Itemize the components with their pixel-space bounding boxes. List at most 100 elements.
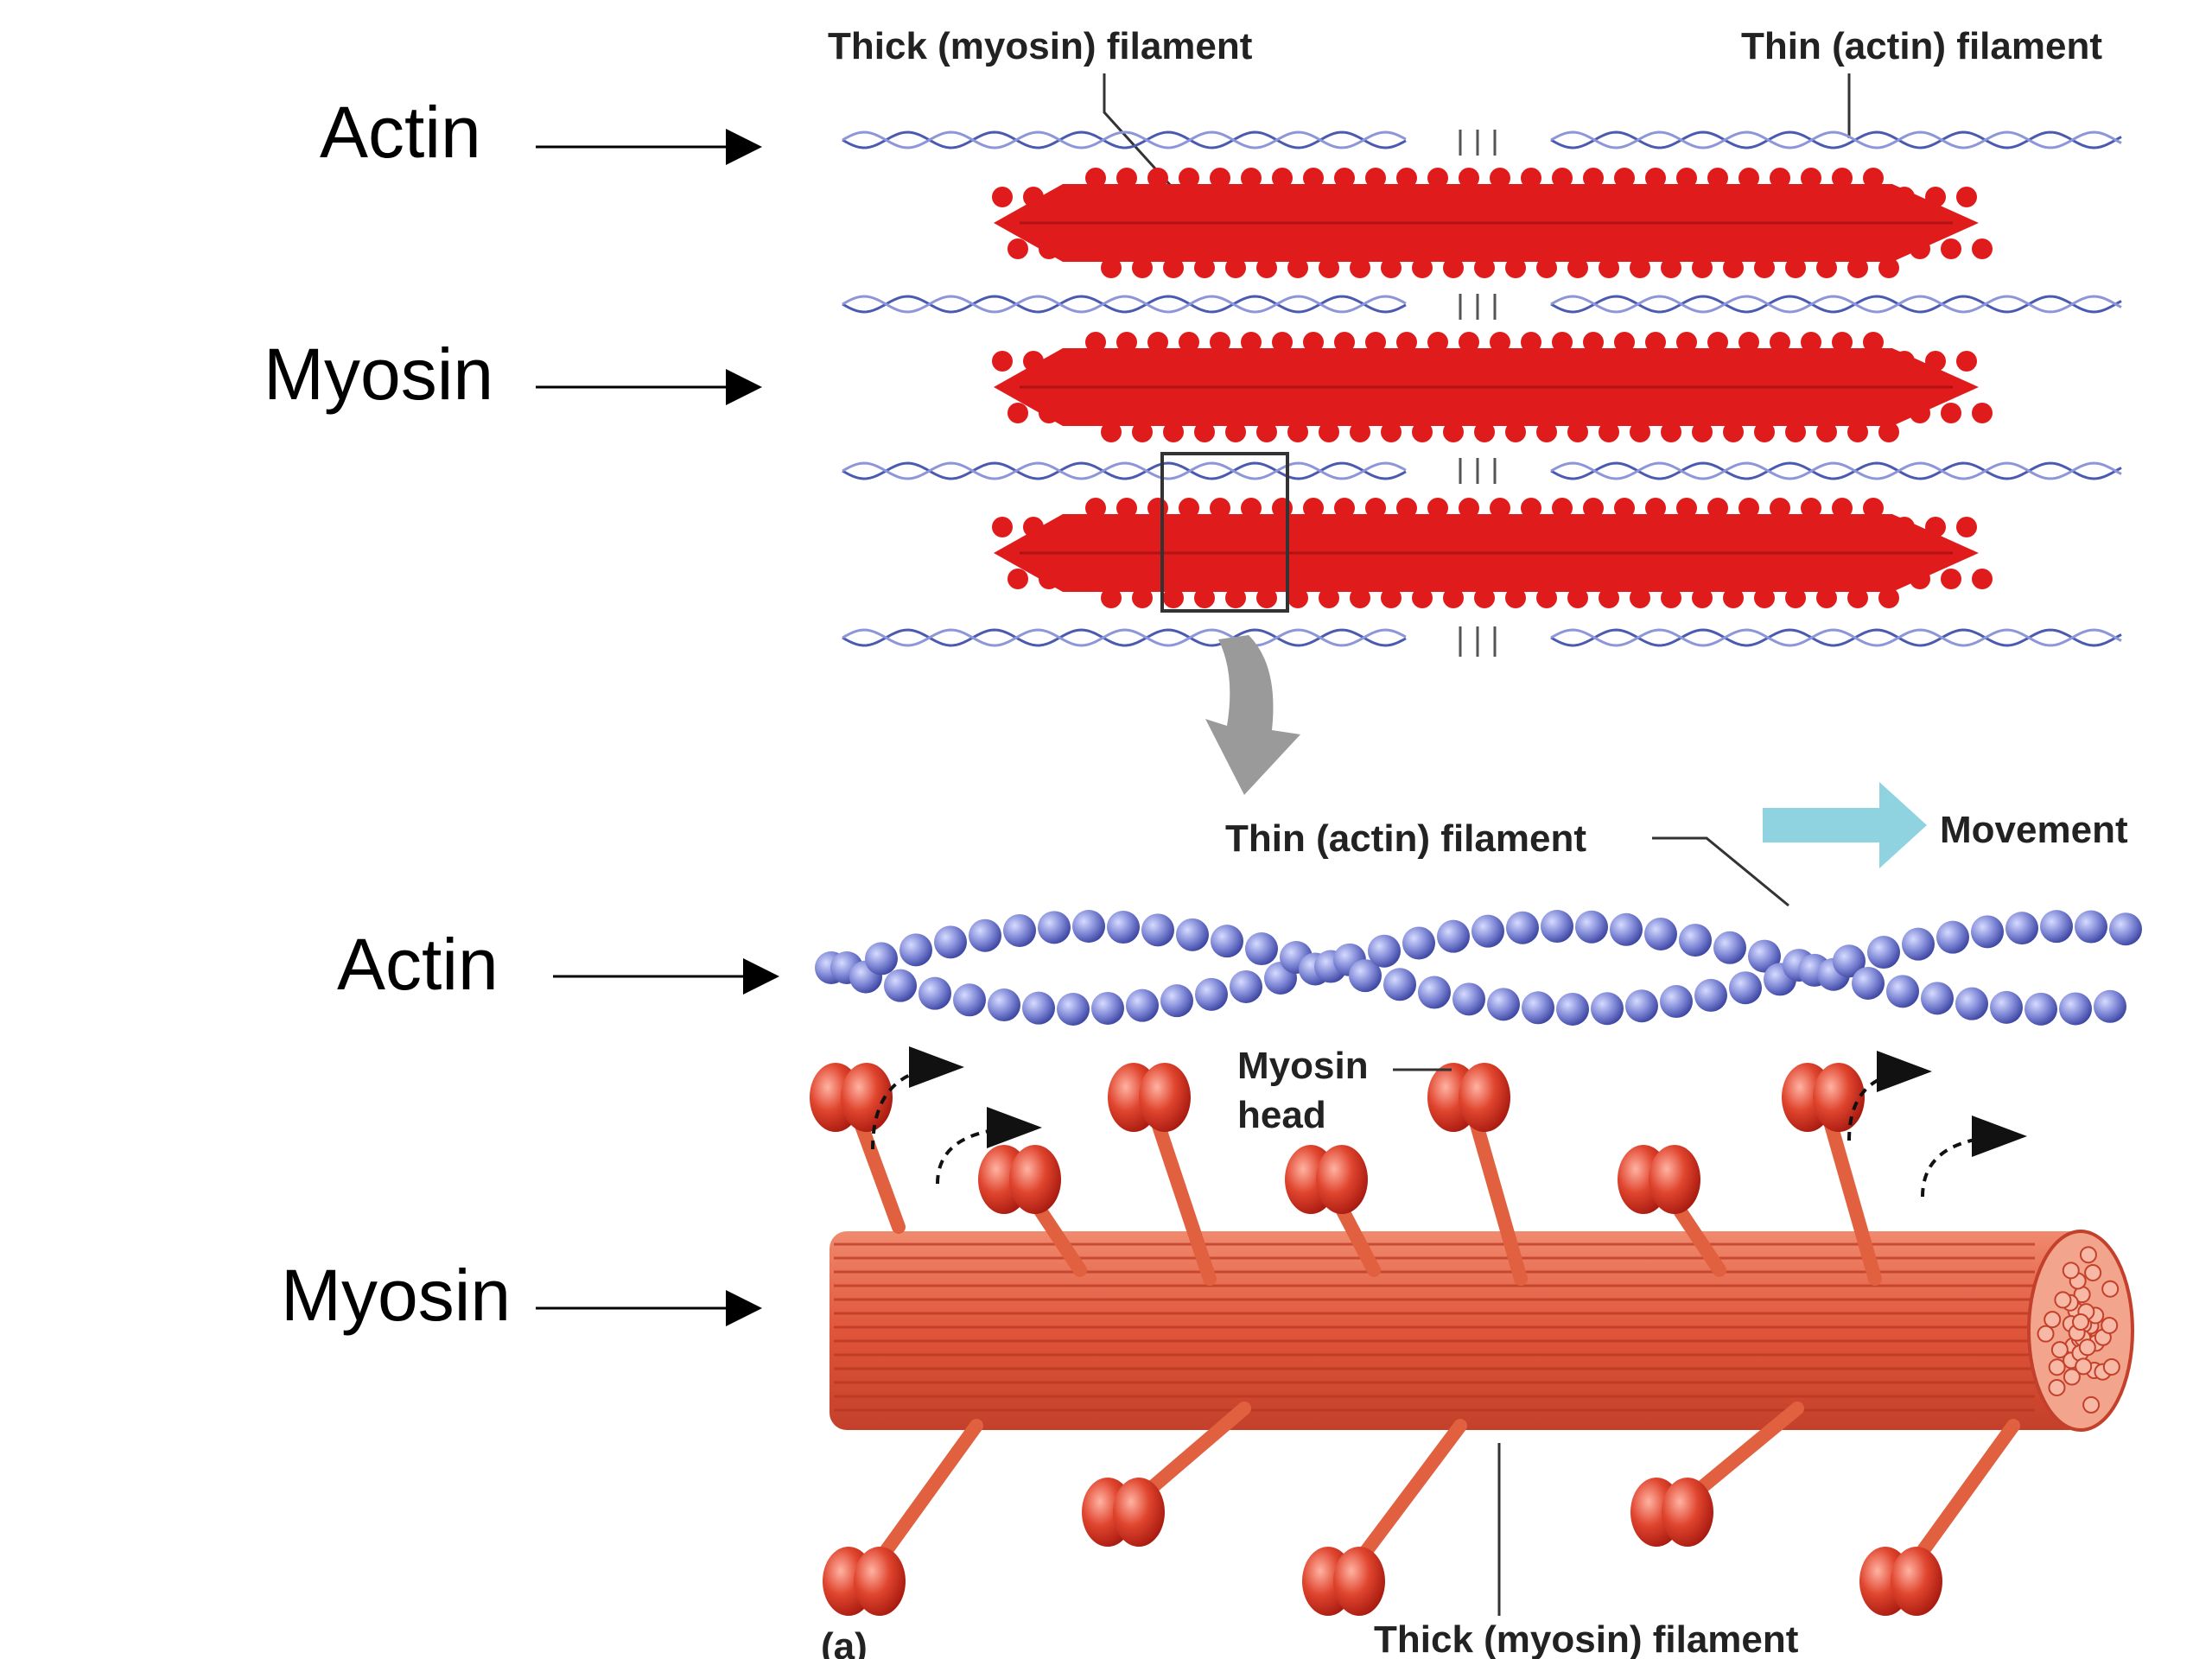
actin-bead <box>2059 992 2092 1026</box>
actin-bead <box>1936 920 1969 954</box>
actin-bead <box>1867 936 1900 969</box>
myosin-head-bump <box>1132 588 1153 608</box>
thin-filament-rows <box>842 130 2122 647</box>
myosin-head-bump <box>1521 498 1541 518</box>
myosin-head-bump <box>1350 422 1370 442</box>
myosin-head-bump <box>1521 168 1541 188</box>
actin-bead <box>1541 910 1573 944</box>
actin-bead <box>969 918 1001 952</box>
actin-bead <box>1022 991 1055 1025</box>
m-line-marks <box>1459 130 1497 657</box>
label-thick-filament-bottom: Thick (myosin) filament <box>1374 1618 1799 1659</box>
actin-bead <box>1176 918 1209 951</box>
myosin-head-bump <box>1521 332 1541 353</box>
myosin-head-bump <box>1723 588 1744 608</box>
myosin-head-bump <box>1614 332 1635 353</box>
actin-bead <box>934 925 967 959</box>
myosin-head-bump <box>1163 257 1184 278</box>
myosin-head-bump <box>1210 332 1230 353</box>
myosin-head <box>1082 1402 1251 1547</box>
myosin-head-bump <box>1070 403 1090 423</box>
rod-fiber-end <box>2054 1291 2072 1309</box>
thin-filament-strand <box>1550 130 2122 149</box>
actin-bead <box>1610 912 1643 946</box>
myosin-head-bump <box>1738 498 1759 518</box>
myosin-head-bump <box>1863 168 1884 188</box>
myosin-head-bump <box>1350 257 1370 278</box>
actin-bead <box>1003 913 1036 947</box>
myosin-head-bump <box>1427 168 1448 188</box>
myosin-head-bump <box>1101 257 1122 278</box>
myosin-head-bump <box>1319 257 1339 278</box>
myosin-head-bump <box>1676 168 1697 188</box>
myosin-head <box>823 1419 983 1616</box>
rod-fiber-end <box>2050 1341 2069 1359</box>
myosin-head-bump <box>1972 403 1993 423</box>
myosin-head-bump <box>1085 332 1106 353</box>
myosin-head-bump <box>1085 168 1106 188</box>
side-label-actin-bottom: Actin <box>337 924 499 1005</box>
myosin-head-bump <box>1396 498 1417 518</box>
myosin-head-bump <box>1832 332 1853 353</box>
actin-bead <box>1368 934 1401 968</box>
rod-fiber-end <box>2101 1316 2119 1334</box>
myosin-head-bump <box>1583 498 1604 518</box>
myosin-head-bump <box>1194 422 1215 442</box>
myosin-head-bump <box>1692 257 1713 278</box>
myosin-head-bump <box>1194 588 1215 608</box>
myosin-head-bump <box>1334 332 1355 353</box>
actin-bead <box>1990 990 2023 1024</box>
myosin-head-bump <box>1334 498 1355 518</box>
myosin-head-bump <box>1412 588 1433 608</box>
myosin-head-bump <box>1116 498 1137 518</box>
myosin-head-bump <box>1661 422 1681 442</box>
actin-bead <box>2024 992 2057 1026</box>
myosin-head-bump <box>1567 588 1588 608</box>
myosin-head-bump <box>1396 168 1417 188</box>
side-label-actin-top: Actin <box>320 92 481 173</box>
myosin-head-bump <box>1256 588 1277 608</box>
myosin-head-bump <box>1956 187 1977 207</box>
actin-bead <box>1126 988 1159 1022</box>
myosin-head-bump <box>1941 403 1961 423</box>
myosin-head-bump <box>1256 257 1277 278</box>
myosin-head <box>1285 1145 1381 1277</box>
power-stroke-arrow <box>871 1046 964 1150</box>
myosin-head-bump <box>1007 569 1028 589</box>
myosin-heads <box>810 1046 2027 1616</box>
thin-filament-strand <box>842 130 1407 149</box>
actin-bead <box>1160 984 1193 1018</box>
myosin-head-bump <box>1552 168 1573 188</box>
myosin-head-bump <box>1552 498 1573 518</box>
actin-bead <box>1471 914 1504 948</box>
actin-bead <box>2005 912 2038 945</box>
myosin-head-bump <box>1738 332 1759 353</box>
myosin-head-bump <box>1707 168 1728 188</box>
myosin-head-bump <box>1241 332 1262 353</box>
myosin-head-bump <box>992 187 1013 207</box>
side-label-group-myosin-top: Myosin <box>264 334 762 415</box>
myosin-head-bump <box>1536 588 1557 608</box>
myosin-head-bump <box>1085 498 1106 518</box>
myosin-head-bump <box>1303 498 1324 518</box>
myosin-head-bump <box>1770 498 1790 518</box>
thin-filament-strand <box>842 295 1407 314</box>
actin-bead <box>1245 932 1278 966</box>
myosin-head-bump <box>1210 168 1230 188</box>
myosin-head-bump <box>1459 332 1479 353</box>
thick-filament-rod <box>830 1230 2134 1432</box>
actin-bead <box>918 976 951 1010</box>
myosin-head-bump <box>1878 422 1899 442</box>
actin-bead <box>1644 917 1677 950</box>
rod-fiber-end <box>2063 1368 2081 1386</box>
myosin-head-bump <box>1801 168 1821 188</box>
myosin-head <box>1782 1063 1882 1286</box>
actin-bead <box>1418 976 1451 1009</box>
actin-bead <box>1522 991 1554 1025</box>
actin-bead <box>1556 992 1589 1026</box>
thin-filament-strand <box>842 628 1407 647</box>
myosin-head-bump <box>1645 498 1666 518</box>
myosin-head-bump <box>1039 569 1059 589</box>
myosin-head-bump <box>1645 168 1666 188</box>
thin-filament-strand <box>842 295 1407 314</box>
